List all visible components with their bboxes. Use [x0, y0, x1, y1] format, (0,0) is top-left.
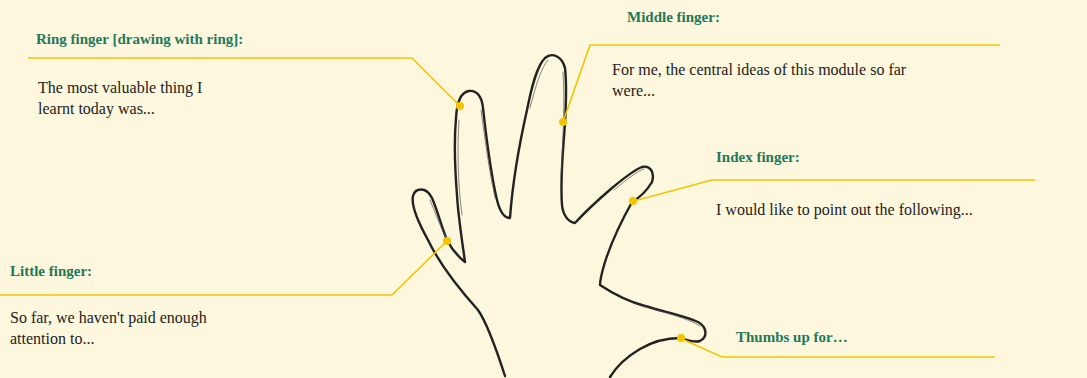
leader-dot	[559, 118, 567, 126]
leader-dot	[677, 334, 685, 342]
callout-text: For me, the central ideas of this module…	[612, 60, 922, 102]
callout-heading: Little finger:	[10, 262, 92, 282]
leader-dot	[456, 102, 464, 110]
leader-dot	[443, 237, 451, 245]
callout-heading: Thumbs up for…	[736, 328, 848, 348]
callout-heading: Middle finger:	[627, 8, 720, 28]
callout-text: I would like to point out the following.…	[716, 200, 973, 221]
callout-text: The most valuable thing I learnt today w…	[38, 78, 228, 120]
leader-line	[634, 180, 1035, 201]
callout-text: So far, we haven't paid enough attention…	[10, 308, 245, 350]
leader-line	[563, 45, 1000, 122]
hand-sketch-stroke	[430, 60, 700, 326]
leader-line	[0, 242, 446, 295]
leader-dot	[629, 197, 637, 205]
callout-heading: Index finger:	[716, 148, 800, 168]
callout-heading: Ring finger [drawing with ring]:	[36, 30, 243, 50]
